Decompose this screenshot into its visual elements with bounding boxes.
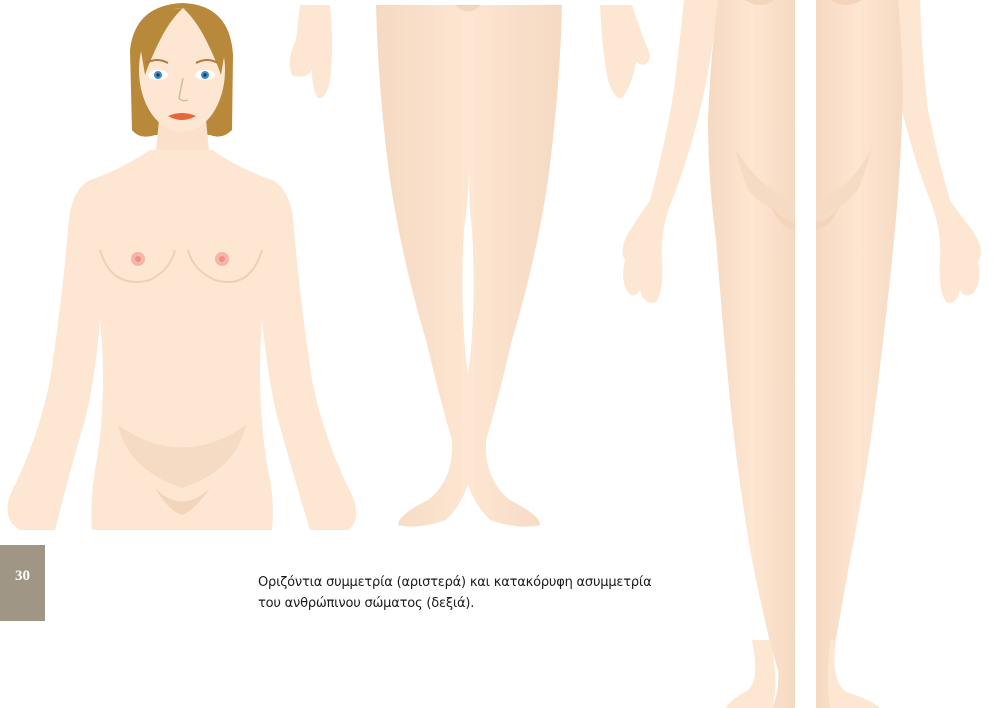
- legs: [376, 5, 562, 527]
- caption-line-1: Οριζόντια συμμετρία (αριστερά) και κατακ…: [258, 572, 728, 593]
- asymmetry-figure-right-half: [816, 0, 981, 708]
- caption-line-2: του ανθρώπινου σώματος (δεξιά).: [258, 593, 728, 614]
- hand-right: [600, 5, 650, 98]
- page-number: 30: [15, 568, 30, 585]
- legs-figure: [290, 5, 650, 527]
- hand-left: [290, 5, 332, 98]
- page-number-badge: 30: [0, 545, 45, 621]
- female-torso-figure: [8, 3, 357, 530]
- figure-caption: Οριζόντια συμμετρία (αριστερά) και κατακ…: [258, 572, 728, 614]
